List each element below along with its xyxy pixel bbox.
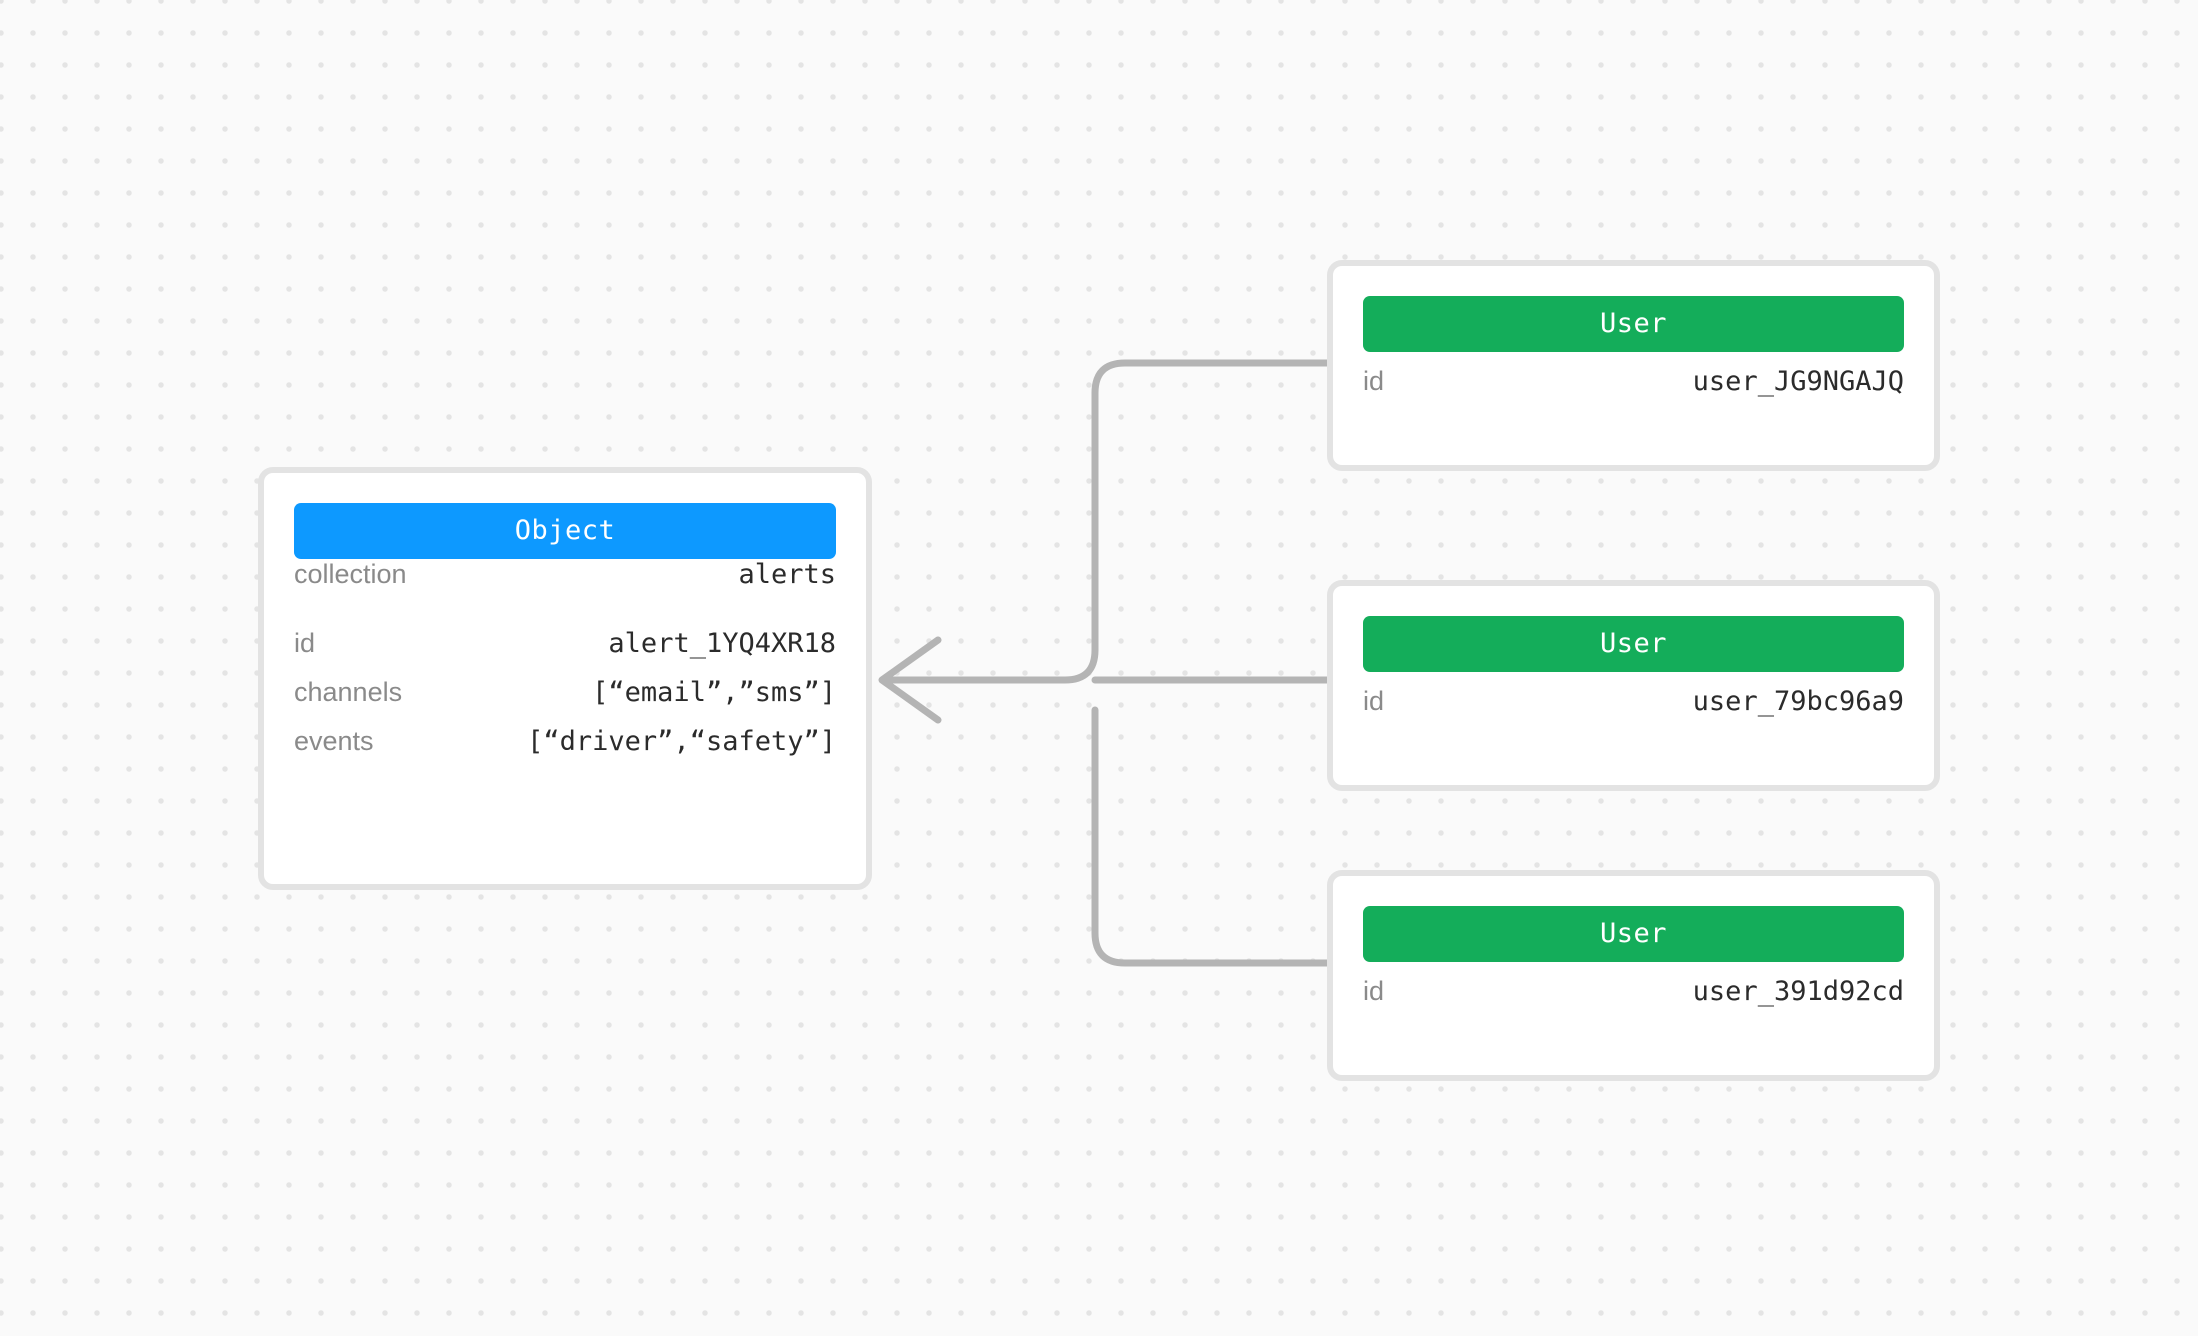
user-card-2-fields: id user_391d92cd — [1363, 976, 1904, 1024]
field-key-events: events — [294, 726, 374, 756]
user-card-0-fields: id user_JG9NGAJQ — [1363, 366, 1904, 414]
field-key-id: id — [294, 628, 316, 658]
connector-to-user-2 — [1091, 706, 1339, 967]
field-value-channels: [“email”,”sms”] — [592, 677, 836, 708]
user-card-2-header: User — [1363, 906, 1904, 962]
user-card-1-fields: id user_79bc96a9 — [1363, 686, 1904, 734]
connector-to-user-0 — [1091, 359, 1339, 654]
field-row-collection: collection alerts — [294, 559, 836, 608]
user-card-2[interactable]: User id user_391d92cd — [1327, 870, 1940, 1081]
user-card-0-header: User — [1363, 296, 1904, 352]
field-value-id: user_JG9NGAJQ — [1692, 366, 1904, 397]
user-card-1[interactable]: User id user_79bc96a9 — [1327, 580, 1940, 791]
object-card-fields: collection alerts id alert_1YQ4XR18 chan… — [294, 559, 836, 775]
connector-trunk — [882, 646, 1099, 684]
field-row-events: events [“driver”,“safety”] — [294, 726, 836, 775]
user-card-0[interactable]: User id user_JG9NGAJQ — [1327, 260, 1940, 471]
field-row-id: id user_JG9NGAJQ — [1363, 366, 1904, 414]
field-value-id: alert_1YQ4XR18 — [608, 628, 836, 659]
field-row-id: id user_79bc96a9 — [1363, 686, 1904, 734]
user-card-1-header: User — [1363, 616, 1904, 672]
field-key-id: id — [1363, 366, 1385, 396]
field-key-id: id — [1363, 976, 1385, 1006]
object-card[interactable]: Object collection alerts id alert_1YQ4XR… — [258, 467, 872, 890]
field-row-id: id alert_1YQ4XR18 — [294, 628, 836, 677]
field-key-collection: collection — [294, 559, 407, 589]
field-value-id: user_79bc96a9 — [1692, 686, 1904, 717]
field-key-channels: channels — [294, 677, 403, 707]
field-value-collection: alerts — [738, 559, 836, 590]
field-value-id: user_391d92cd — [1692, 976, 1904, 1007]
object-card-header: Object — [294, 503, 836, 559]
field-row-id: id user_391d92cd — [1363, 976, 1904, 1024]
field-row-channels: channels [“email”,”sms”] — [294, 677, 836, 726]
connector-arrowhead — [878, 636, 942, 724]
field-key-id: id — [1363, 686, 1385, 716]
field-value-events: [“driver”,“safety”] — [527, 726, 836, 757]
